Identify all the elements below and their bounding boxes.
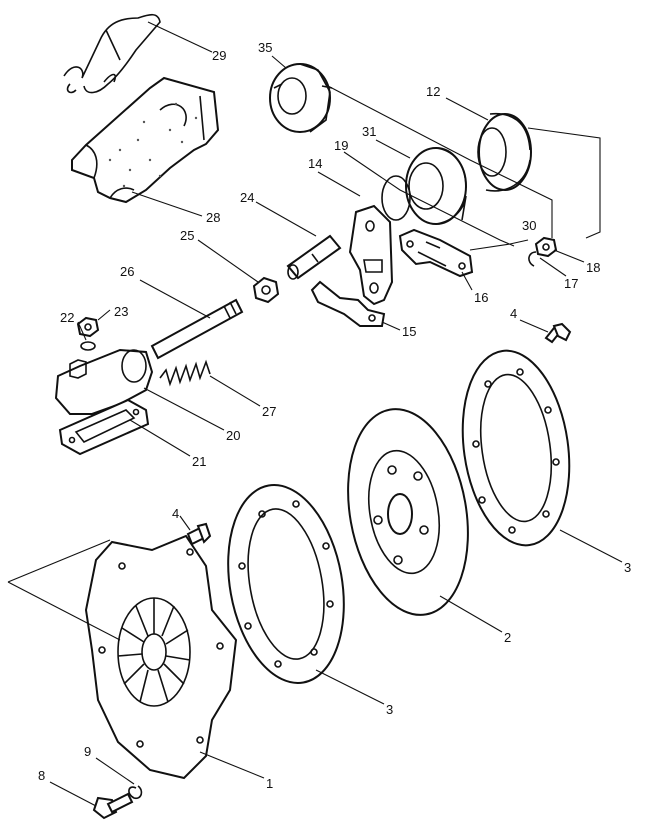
callout-29: 29 bbox=[212, 48, 226, 63]
leader-lines bbox=[7, 21, 623, 807]
part-bearing-hub bbox=[405, 147, 467, 225]
part-pedal-lever bbox=[310, 280, 386, 327]
part-gasket bbox=[58, 398, 150, 456]
part-boot-cover bbox=[71, 76, 220, 204]
callout-2: 2 bbox=[504, 630, 511, 645]
part-fork-plate bbox=[348, 204, 394, 306]
part-bolt-lower bbox=[186, 522, 212, 546]
callout-24: 24 bbox=[240, 190, 254, 205]
part-pin bbox=[286, 234, 342, 280]
callout-4-lower: 4 bbox=[172, 506, 179, 521]
part-friction-lining-left bbox=[227, 484, 345, 684]
callout-17: 17 bbox=[564, 276, 578, 291]
callout-15: 15 bbox=[402, 324, 416, 339]
part-release-bearing bbox=[477, 112, 532, 192]
part-bearing-carrier bbox=[269, 63, 333, 133]
callout-19: 19 bbox=[334, 138, 348, 153]
callout-3-left: 3 bbox=[386, 702, 393, 717]
part-circlip bbox=[528, 251, 537, 267]
part-return-spring bbox=[159, 359, 211, 387]
part-release-lever bbox=[398, 228, 474, 278]
callout-1: 1 bbox=[266, 776, 273, 791]
callout-9: 9 bbox=[84, 744, 91, 759]
callout-23: 23 bbox=[114, 304, 128, 319]
part-pressure-plate bbox=[84, 534, 238, 780]
callout-25: 25 bbox=[180, 228, 194, 243]
callout-21: 21 bbox=[192, 454, 206, 469]
callout-28: 28 bbox=[206, 210, 220, 225]
part-spring-clip bbox=[128, 785, 143, 800]
part-clutch-disc bbox=[347, 408, 469, 616]
callout-3-right: 3 bbox=[624, 560, 631, 575]
callout-35: 35 bbox=[258, 40, 272, 55]
callout-8: 8 bbox=[38, 768, 45, 783]
callout-30: 30 bbox=[522, 218, 536, 233]
callout-labels: 29 35 12 31 19 14 28 24 30 18 17 25 26 1… bbox=[38, 40, 631, 791]
callout-31: 31 bbox=[362, 124, 376, 139]
part-nut bbox=[252, 276, 280, 304]
callout-14: 14 bbox=[308, 156, 322, 171]
part-bolt-upper bbox=[544, 322, 572, 344]
part-slave-cylinder bbox=[54, 348, 154, 415]
callout-20: 20 bbox=[226, 428, 240, 443]
part-nut-small bbox=[534, 236, 558, 258]
callout-16: 16 bbox=[474, 290, 488, 305]
callout-22: 22 bbox=[60, 310, 74, 325]
part-cap-nut bbox=[76, 316, 100, 338]
callout-18: 18 bbox=[586, 260, 600, 275]
callout-27: 27 bbox=[262, 404, 276, 419]
part-wire-clip bbox=[63, 13, 161, 94]
part-washer bbox=[80, 341, 96, 351]
callout-4-upper: 4 bbox=[510, 306, 517, 321]
part-pushrod bbox=[150, 298, 244, 360]
part-spring-ring bbox=[381, 175, 411, 221]
part-bolt-8 bbox=[92, 792, 134, 820]
callout-12: 12 bbox=[426, 84, 440, 99]
callout-26: 26 bbox=[120, 264, 134, 279]
part-friction-lining-right bbox=[461, 349, 571, 547]
